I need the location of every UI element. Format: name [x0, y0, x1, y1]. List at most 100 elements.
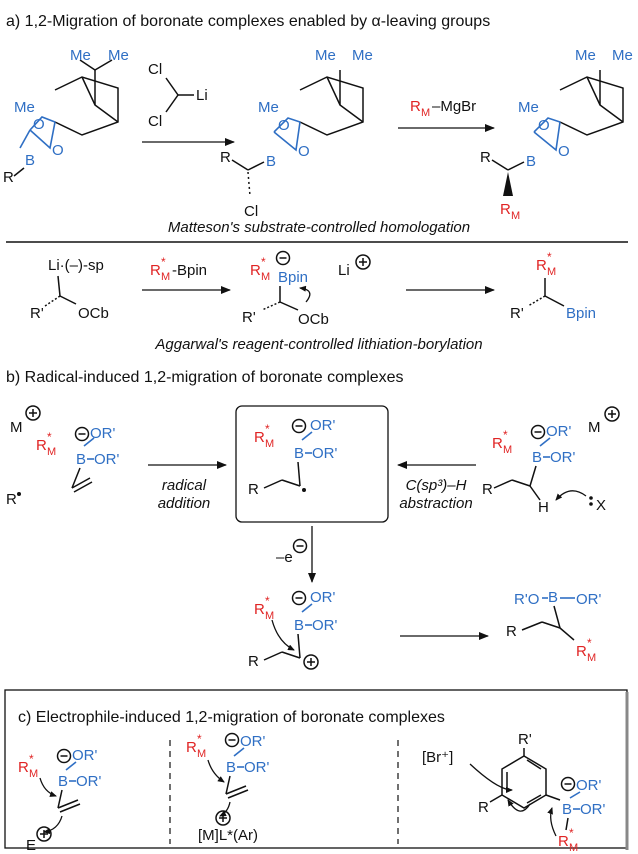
- radical-addition-label: radical: [162, 477, 207, 494]
- carbamate-label: OCb: [78, 305, 109, 322]
- migrating-group-subscript: M: [261, 271, 270, 283]
- boron-label: B: [532, 449, 542, 466]
- hat-label: abstraction: [399, 495, 472, 512]
- stereo-star: *: [265, 422, 270, 436]
- r-group-label: R: [220, 149, 231, 166]
- boron-label: B: [226, 759, 236, 776]
- positive-charge-icon: [25, 405, 41, 421]
- r-prime-substituent-label: R': [518, 731, 532, 748]
- boron-label: B: [58, 773, 68, 790]
- vinyl-boronate-complex: M R * M OR' B OR' R: [6, 405, 120, 508]
- ester-label: OR': [576, 591, 602, 608]
- boron-label: B: [294, 445, 304, 462]
- alpha-boryl-radical-intermediate: R * M OR' B OR' R: [248, 417, 338, 498]
- lithium-label: Li: [196, 87, 208, 104]
- electron-loss-label: –e: [276, 549, 293, 566]
- boron-label: B: [526, 153, 536, 170]
- ester-label: OR': [550, 449, 576, 466]
- migrating-group-label: R: [150, 262, 161, 279]
- oxygen-label: O: [278, 117, 290, 134]
- homologated-boronate-product: Me Me Me O O B R R M: [480, 47, 633, 222]
- negative-charge-icon: [74, 426, 90, 442]
- methyl-label: Me: [70, 47, 91, 64]
- boron-label: B: [76, 451, 86, 468]
- boron-label: B: [266, 153, 276, 170]
- stereo-star: *: [265, 594, 270, 608]
- migrating-group-subscript: M: [265, 438, 274, 450]
- stereo-star: *: [569, 826, 574, 840]
- stereo-star: *: [503, 428, 508, 442]
- metal-complex-label: [M]L*(Ar): [198, 827, 258, 844]
- r-prime-label: R': [30, 305, 44, 322]
- negative-charge-icon: [292, 538, 308, 554]
- migrating-group-subscript: M: [569, 842, 578, 854]
- radical-dot: [302, 488, 306, 492]
- metal-cation-label: M: [588, 419, 601, 436]
- ester-label: OR': [244, 759, 270, 776]
- ester-label: OR': [546, 423, 572, 440]
- negative-charge-icon: [56, 748, 72, 764]
- alkyl-boronate-complex: R * M OR' B OR' M R H X: [482, 406, 620, 516]
- boron-label: B: [562, 801, 572, 818]
- boron-label: B: [25, 152, 35, 169]
- methyl-label: Me: [258, 99, 279, 116]
- migrating-group-label: R: [500, 201, 511, 218]
- bromonium-label: [Br⁺]: [422, 749, 453, 766]
- ester-label: OR': [94, 451, 120, 468]
- electrophile-label: E: [26, 837, 36, 854]
- boron-label: B: [294, 617, 304, 634]
- ester-label: OR': [90, 425, 116, 442]
- stereo-star: *: [587, 636, 592, 650]
- migrating-group-label: R: [536, 257, 547, 274]
- negative-charge-icon: [560, 776, 576, 792]
- negative-charge-icon: [275, 250, 291, 266]
- chiral-boronic-ester-reagent: R * M -Bpin: [150, 255, 207, 283]
- radical-r-label: R: [6, 491, 17, 508]
- aryl-boronate-bromination: [Br⁺] R' R OR' B OR' R * M: [422, 731, 606, 854]
- carbocation-intermediate: R * M OR' B OR' R: [248, 589, 338, 670]
- ester-label: R'O: [514, 591, 539, 608]
- migrating-group-label: R: [492, 435, 503, 452]
- matteson-caption: Matteson's substrate-controlled homologa…: [168, 219, 470, 236]
- migrating-group-label: R: [254, 601, 265, 618]
- migrating-group-subscript: M: [161, 271, 170, 283]
- oxygen-label: O: [52, 142, 64, 159]
- ester-label: OR': [76, 773, 102, 790]
- aggarwal-product: R * M R' Bpin: [510, 250, 596, 322]
- stereo-star: *: [197, 732, 202, 746]
- r-group-label: R: [480, 149, 491, 166]
- migrating-group-label: R: [576, 643, 587, 660]
- ester-label: OR': [312, 617, 338, 634]
- migrating-group-label: R: [186, 739, 197, 756]
- methyl-label: Me: [612, 47, 633, 64]
- radical-dot: [17, 492, 21, 496]
- migrated-boronic-ester-product: R'O B OR' R R * M: [506, 589, 602, 664]
- methyl-label: Me: [315, 47, 336, 64]
- bpin-label: Bpin: [278, 269, 308, 286]
- ester-label: OR': [310, 417, 336, 434]
- r-group-label: R: [506, 623, 517, 640]
- methyl-label: Me: [518, 99, 539, 116]
- positive-charge-icon: [604, 406, 620, 422]
- boron-label: B: [548, 589, 558, 606]
- migrating-group-label: R: [250, 262, 261, 279]
- metal-cation-label: M: [10, 419, 23, 436]
- positive-charge-icon: [36, 826, 52, 842]
- lithium-cation-label: Li: [338, 262, 350, 279]
- electrophile-vinyl-boronate: R * M OR' B OR' E: [18, 747, 102, 854]
- migrating-group-subscript: M: [421, 107, 430, 119]
- migrating-group-label: R: [410, 98, 421, 115]
- migrating-group-subscript: M: [265, 610, 274, 622]
- oxygen-label: O: [298, 143, 310, 160]
- methyl-label: Me: [575, 47, 596, 64]
- positive-charge-icon: [355, 254, 371, 270]
- radical-addition-label: addition: [158, 495, 211, 512]
- migrating-group-subscript: M: [197, 748, 206, 760]
- oxygen-label: O: [33, 116, 45, 133]
- lithium-sparteine-label: Li·(–)-sp: [48, 257, 104, 274]
- migrating-group-label: R: [558, 833, 569, 850]
- r-prime-label: R': [510, 305, 524, 322]
- r-group-label: R: [482, 481, 493, 498]
- ester-label: OR': [310, 589, 336, 606]
